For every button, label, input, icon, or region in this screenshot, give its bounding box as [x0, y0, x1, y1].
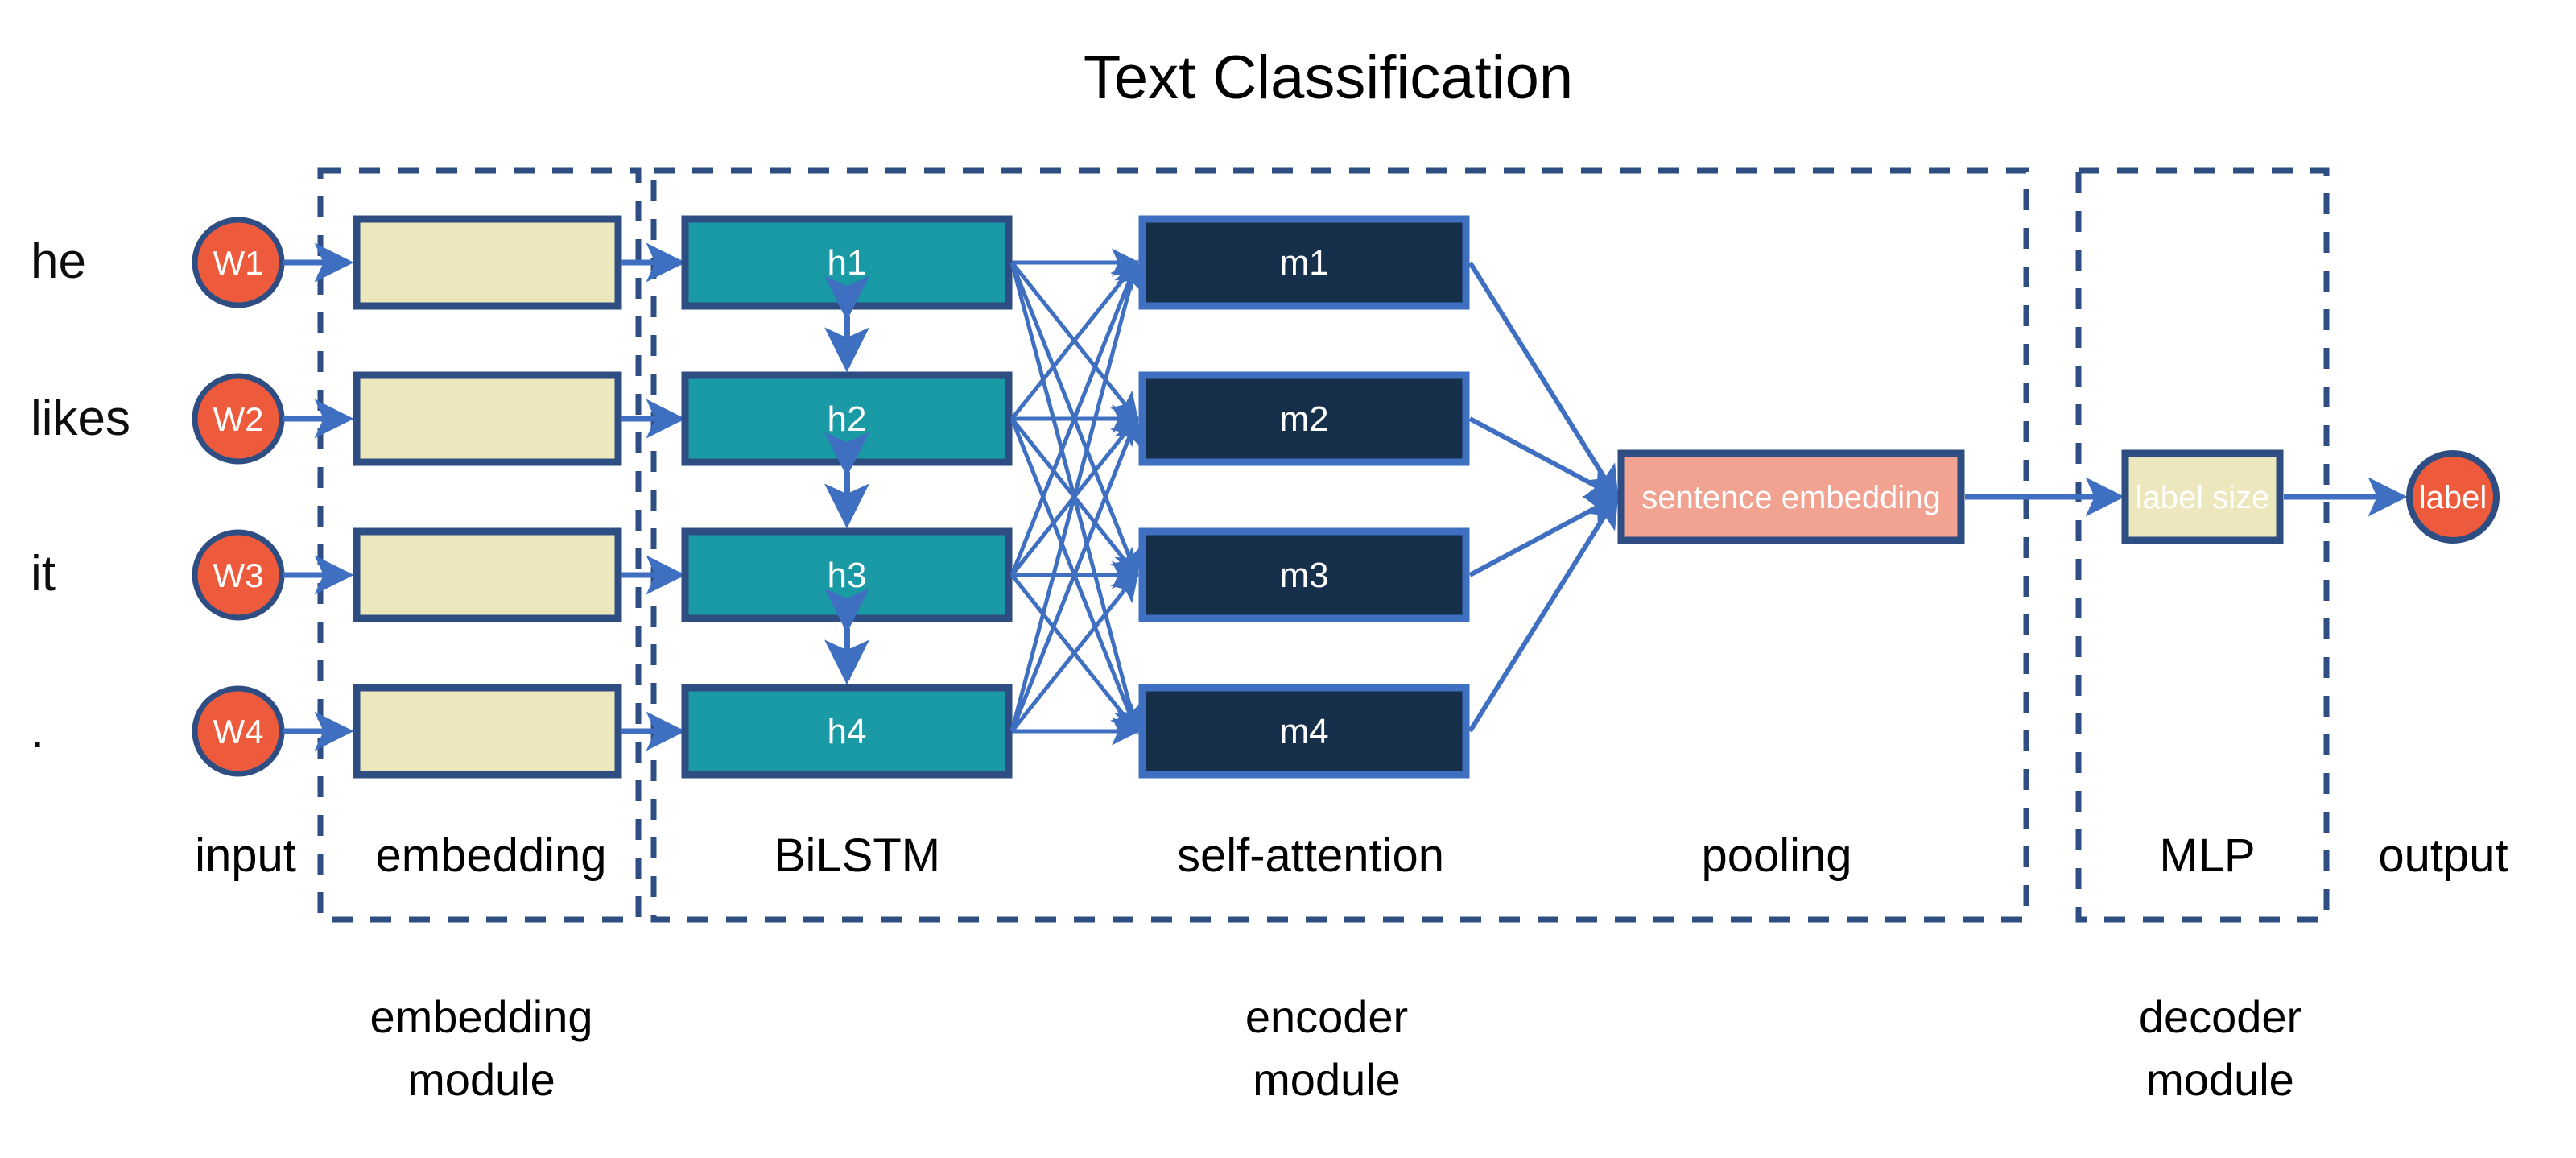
- attention-node-m2-label: m2: [1279, 399, 1328, 439]
- bilstm-node-h2-label: h2: [828, 399, 867, 439]
- module-label-encoder-line1: encoder: [1245, 991, 1408, 1042]
- mlp-node-label: label size: [2136, 480, 2270, 515]
- word-node-w4[interactable]: [192, 685, 285, 777]
- stage-label-pooling: pooling: [1701, 829, 1852, 882]
- embedding-module-boundary: [317, 167, 642, 923]
- word-node-w1[interactable]: [192, 217, 285, 308]
- input-token-4: .: [31, 703, 44, 759]
- encoder-module-boundary: [650, 167, 2029, 923]
- module-label-embedding-line2: module: [407, 1054, 555, 1105]
- input-token-2: likes: [31, 391, 130, 446]
- module-label-decoder-line2: module: [2146, 1054, 2294, 1105]
- module-label-embedding-line1: embedding: [369, 991, 592, 1042]
- stage-label-input: input: [195, 829, 296, 882]
- word-node-w2[interactable]: [192, 373, 285, 465]
- stage-label-mlp: MLP: [2159, 829, 2255, 882]
- module-label-decoder-line1: decoder: [2139, 991, 2301, 1042]
- input-token-1: he: [31, 234, 86, 289]
- decoder-module-boundary: [2075, 167, 2330, 923]
- word-to-embedding-arrows: [283, 242, 354, 751]
- input-token-3: it: [31, 546, 56, 602]
- pooling-node-label: sentence embedding: [1641, 480, 1940, 515]
- pooling-connections: [1468, 261, 1620, 733]
- word-node-w2-label: W2: [213, 400, 264, 438]
- attention-node-m1[interactable]: [1138, 215, 1470, 310]
- attention-node-m3[interactable]: [1138, 527, 1470, 622]
- embedding-box-2[interactable]: [353, 371, 622, 466]
- bilstm-node-h3[interactable]: [681, 527, 1013, 622]
- pooling-node-sentence-embedding[interactable]: [1617, 449, 1965, 544]
- embedding-box-3[interactable]: [353, 527, 622, 622]
- stage-label-embedding: embedding: [376, 829, 607, 882]
- embedding-box-4[interactable]: [353, 684, 622, 779]
- bilstm-node-h4[interactable]: [681, 684, 1013, 779]
- attention-node-m3-label: m3: [1279, 556, 1328, 595]
- bilstm-node-h4-label: h4: [828, 712, 867, 751]
- attention-node-m4[interactable]: [1138, 684, 1470, 779]
- attention-node-m4-label: m4: [1279, 712, 1328, 751]
- embedding-box-1[interactable]: [353, 215, 622, 310]
- word-node-w3[interactable]: [192, 529, 285, 621]
- word-node-w3-label: W3: [213, 556, 264, 594]
- module-label-encoder-line2: module: [1253, 1054, 1401, 1105]
- self-attention-connections: [1009, 248, 1144, 746]
- attention-node-m1-label: m1: [1279, 243, 1328, 283]
- bilstm-node-h1-label: h1: [828, 243, 867, 283]
- stage-label-bilstm: BiLSTM: [774, 829, 940, 882]
- embedding-to-bilstm-arrows: [621, 242, 686, 751]
- bilstm-node-h3-label: h3: [828, 556, 867, 595]
- stage-label-output: output: [2378, 829, 2508, 882]
- mlp-node-label-size[interactable]: [2121, 449, 2284, 544]
- attention-node-m2[interactable]: [1138, 371, 1470, 466]
- word-node-w4-label: W4: [213, 713, 264, 751]
- output-node-label[interactable]: [2406, 450, 2500, 544]
- stage-label-self-attention: self-attention: [1177, 829, 1444, 882]
- word-node-w1-label: W1: [213, 244, 264, 282]
- output-node-text: label: [2419, 480, 2487, 515]
- page-title: Text Classification: [1084, 43, 1573, 112]
